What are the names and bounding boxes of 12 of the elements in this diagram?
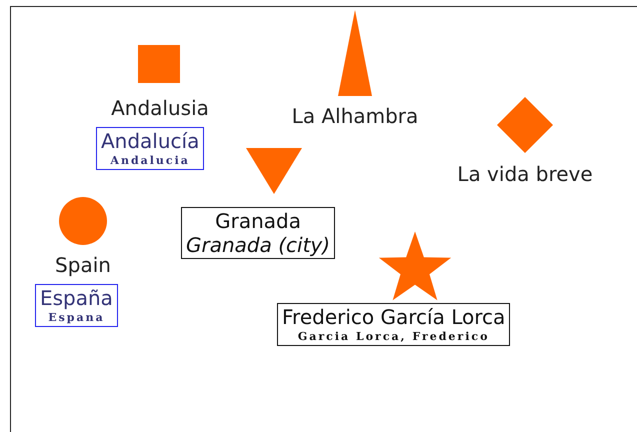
topic-name: Frederico García Lorca <box>282 305 506 329</box>
variant-name: Andalucia <box>109 153 191 168</box>
topic-name: España <box>40 286 113 310</box>
topic-label: La vida breve <box>457 162 593 186</box>
topic-label: Spain <box>55 253 111 277</box>
topic-name: Andalucía <box>101 129 200 153</box>
variant-name: Garcia Lorca, Frederico <box>296 329 490 344</box>
topic-label: La Alhambra <box>292 104 418 128</box>
topic-name: Granada <box>214 209 302 233</box>
topic-label: Andalusia <box>111 96 209 120</box>
variant-name: Granada (city) <box>186 233 330 257</box>
variant-name: Espana <box>47 310 106 325</box>
